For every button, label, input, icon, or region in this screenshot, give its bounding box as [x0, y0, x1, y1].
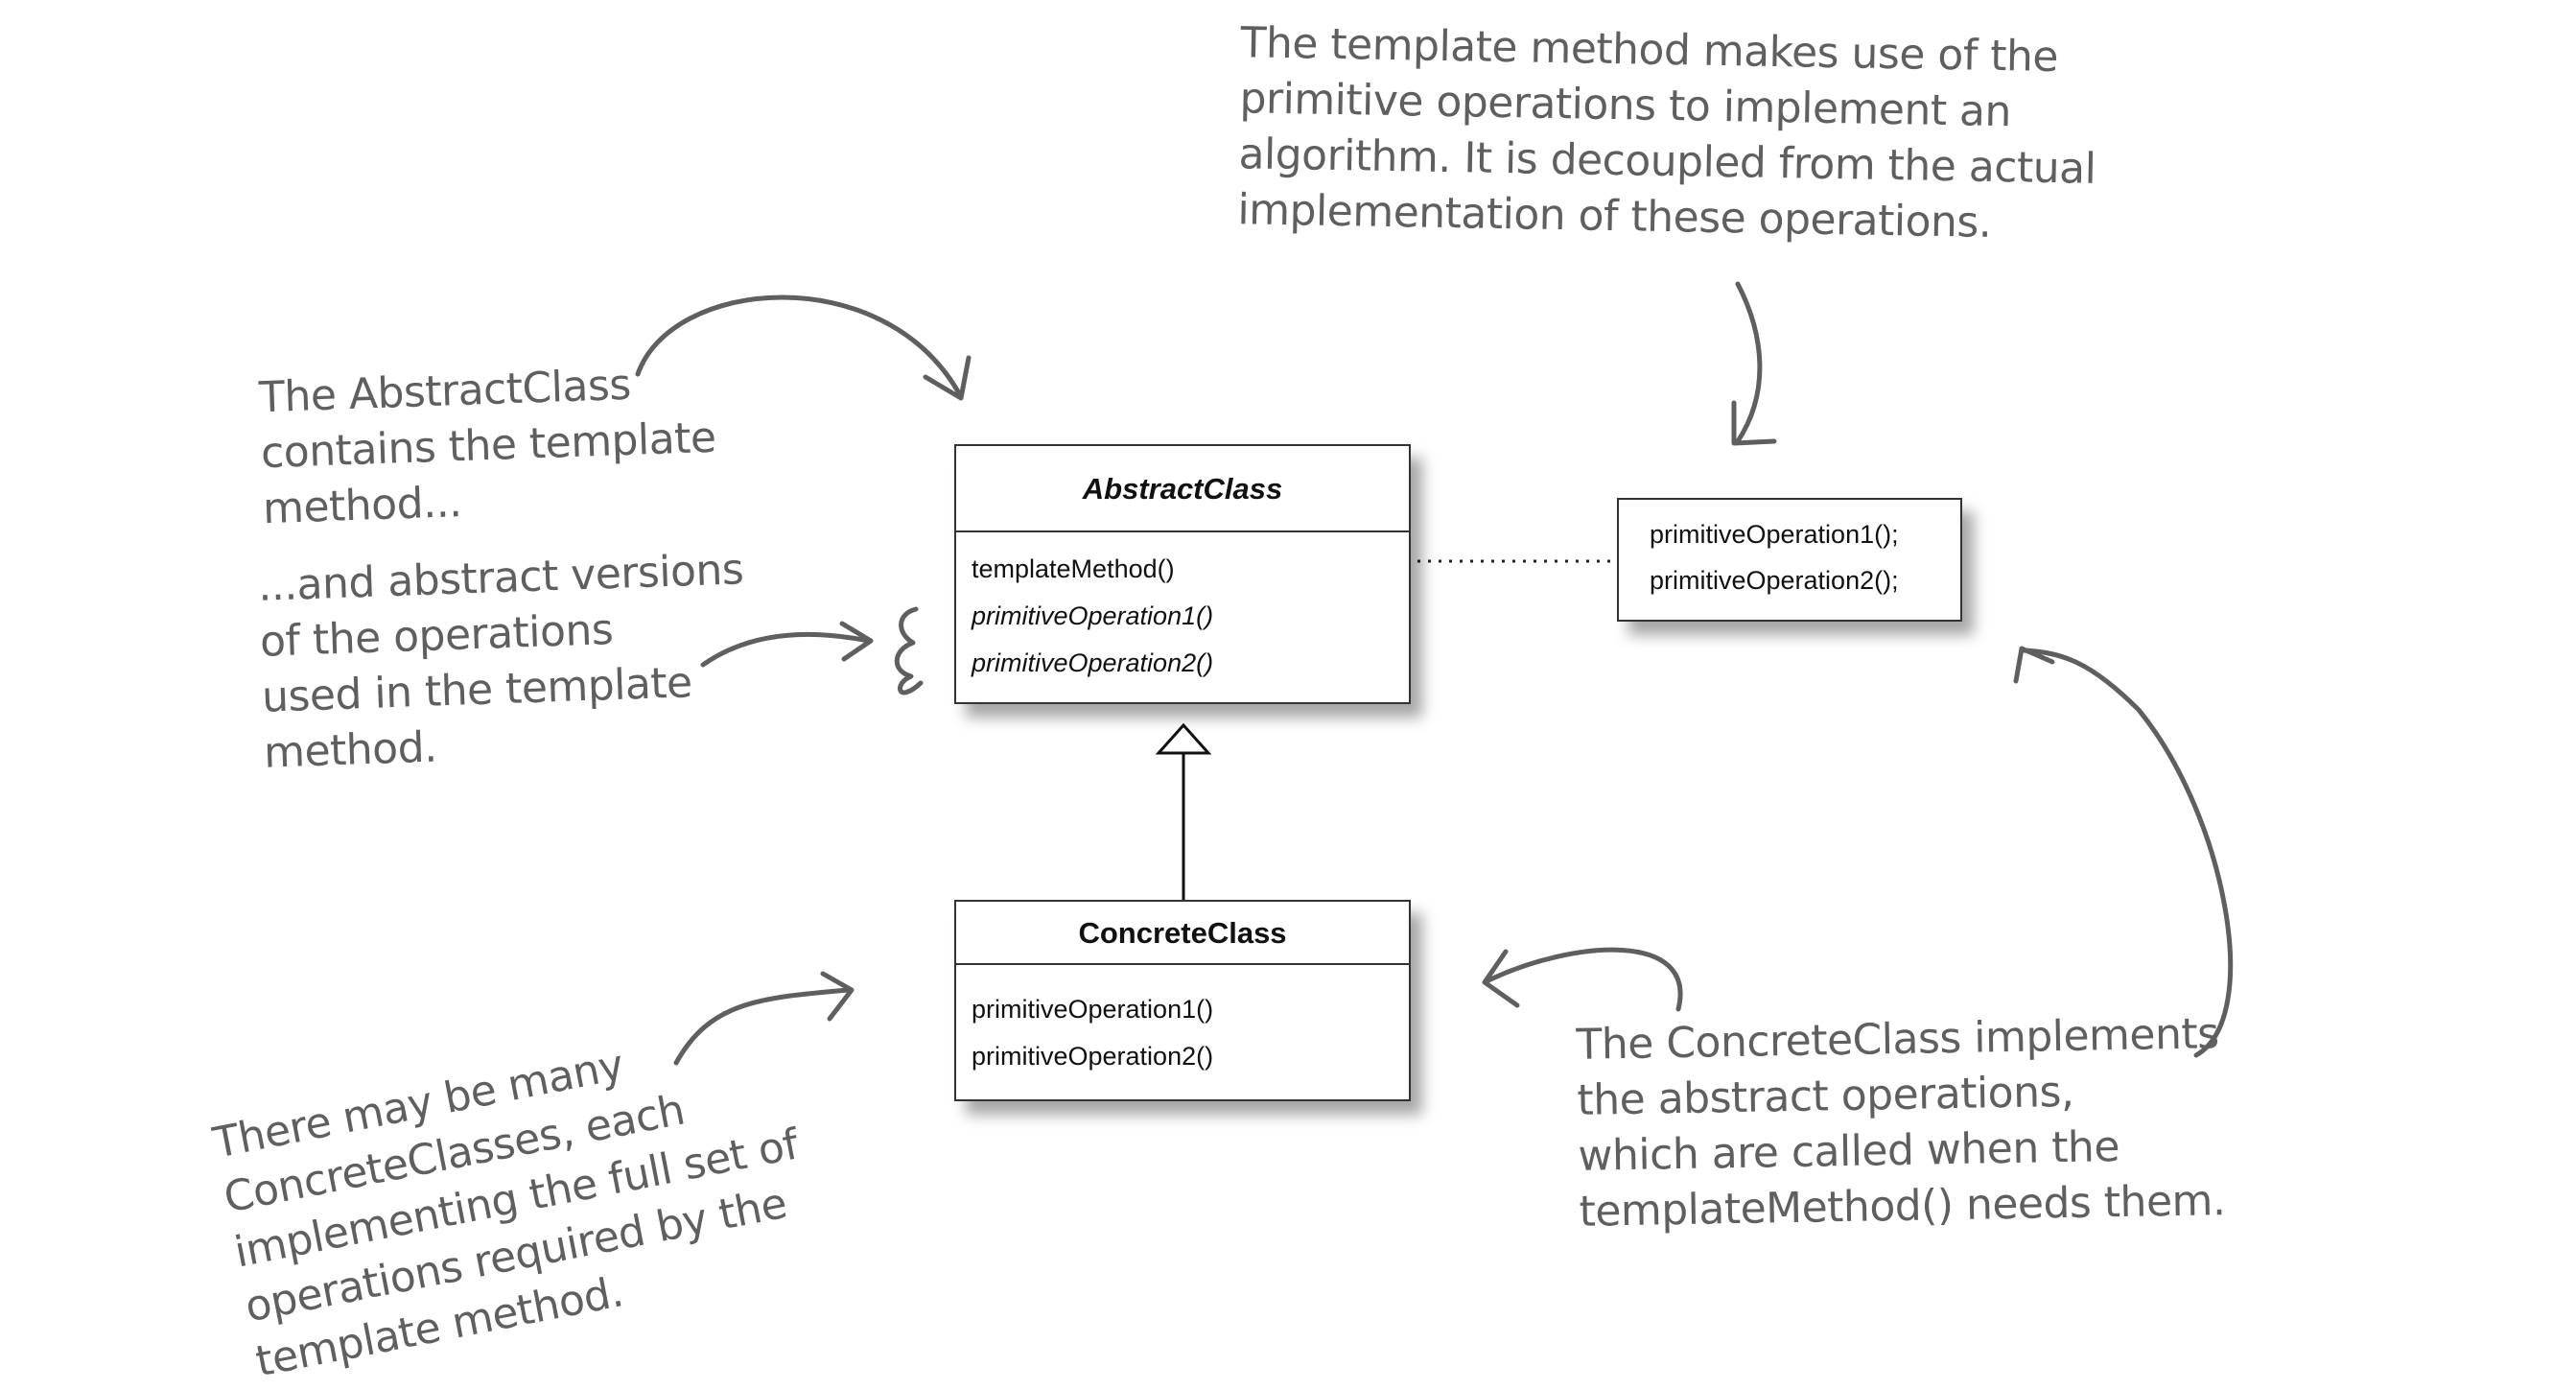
arrowhead-to-concrete-class [820, 971, 855, 1022]
arrow-from-concrete-note [1486, 947, 1683, 1012]
concrete-op-primitive-2: primitiveOperation2() [972, 1042, 1214, 1071]
note-abstract-contains: The AbstractClass contains the template … [258, 360, 717, 534]
template-body-box: primitiveOperation1(); primitiveOperatio… [1617, 498, 1962, 622]
abstract-op-primitive-2: primitiveOperation2() [972, 648, 1214, 677]
concrete-class-box: ConcreteClass primitiveOperation1() prim… [954, 900, 1411, 1101]
note-template-uses: The template method makes use of the pri… [1237, 18, 2096, 247]
brace [894, 606, 924, 695]
abstract-class-name: AbstractClass [956, 446, 1409, 532]
arrow-to-brace [700, 631, 871, 668]
connector-layer [635, 281, 2234, 1066]
arrow-to-template-body [1735, 281, 1763, 444]
arrowhead-to-abstract-class [923, 355, 972, 401]
arrow-to-template-body-from-concrete [2021, 648, 2234, 1058]
arrowhead-to-template-body-from-concrete [2013, 646, 2055, 684]
arrowhead-to-brace [839, 621, 874, 662]
abstract-class-box: AbstractClass templateMethod() primitive… [954, 444, 1411, 704]
arrowhead-from-concrete-note [1482, 949, 1520, 1008]
arrow-to-concrete-class [673, 987, 852, 1066]
template-body-line-2: primitiveOperation2(); [1650, 566, 1899, 595]
inheritance-arrowhead [1155, 722, 1212, 755]
arrow-to-abstract-class [635, 294, 962, 396]
note-abstract-versions: ...and abstract versions of the operatio… [257, 545, 745, 778]
abstract-op-template-method: templateMethod() [972, 554, 1175, 583]
template-method-diagram: The AbstractClass contains the template … [209, 18, 2234, 1386]
abstract-class-operations: templateMethod() primitiveOperation1() p… [956, 532, 1409, 687]
abstract-op-primitive-1: primitiveOperation1() [972, 601, 1214, 630]
note-concrete-implements: The ConcreteClass implements the abstrac… [1576, 1009, 2226, 1237]
concrete-class-name: ConcreteClass [956, 902, 1409, 965]
concrete-op-primitive-1: primitiveOperation1() [972, 995, 1214, 1024]
template-body-line-1: primitiveOperation1(); [1650, 520, 1899, 549]
concrete-class-operations: primitiveOperation1() primitiveOperation… [956, 965, 1409, 1080]
template-body-lines: primitiveOperation1(); primitiveOperatio… [1619, 500, 1960, 603]
arrowhead-to-template-body [1731, 400, 1777, 446]
